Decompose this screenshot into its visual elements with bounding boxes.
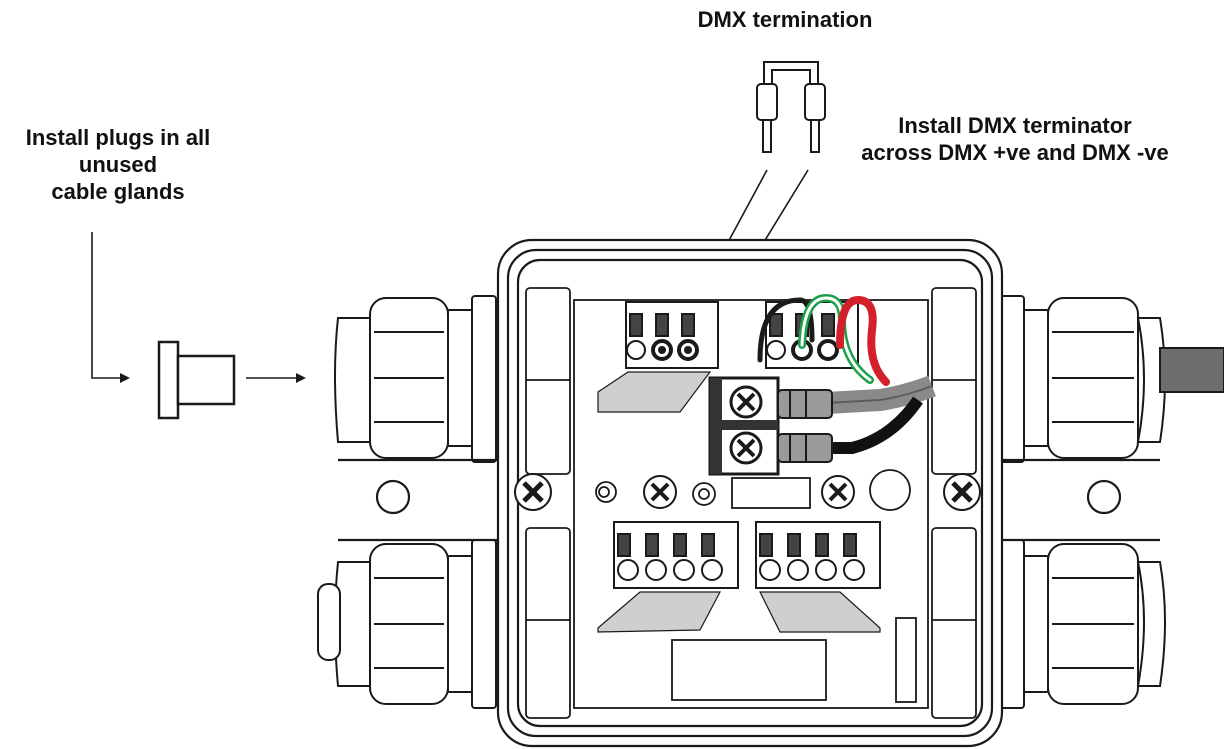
power-wires — [757, 293, 890, 386]
gland-plug-illustration — [157, 340, 236, 420]
bottom-left-terminal-block — [613, 521, 739, 589]
cable-gland-top-left — [334, 295, 497, 463]
dmx-terminal-block — [625, 301, 719, 369]
enclosure-ribs — [525, 287, 977, 719]
external-cable — [1159, 347, 1224, 393]
plug-leader-arrows — [91, 232, 306, 383]
install-terminator-line-1: Install DMX terminator — [898, 113, 1132, 138]
install-terminator-line-2: across DMX +ve and DMX -ve — [861, 140, 1169, 165]
bottom-right-terminal-block — [755, 521, 881, 589]
pcb-silkscreen — [597, 371, 881, 633]
dmx-terminator-illustration — [756, 61, 826, 153]
cable-gland-top-right — [999, 295, 1166, 463]
install-plugs-line-3: cable glands — [51, 179, 185, 204]
dmx-termination-label: DMX termination — [697, 7, 873, 32]
cable-clamp — [708, 375, 936, 476]
install-plugs-line-1: Install plugs in all — [25, 125, 211, 150]
cable-gland-bottom-right — [999, 539, 1166, 709]
install-terminator-label: Install DMX terminator across DMX +ve an… — [800, 112, 1224, 166]
install-plugs-line-2: unused — [78, 152, 158, 177]
install-plugs-label: Install plugs in all unused cable glands — [0, 124, 236, 205]
enclosure-screws — [514, 473, 981, 511]
cable-gland-bottom-left — [317, 539, 497, 709]
